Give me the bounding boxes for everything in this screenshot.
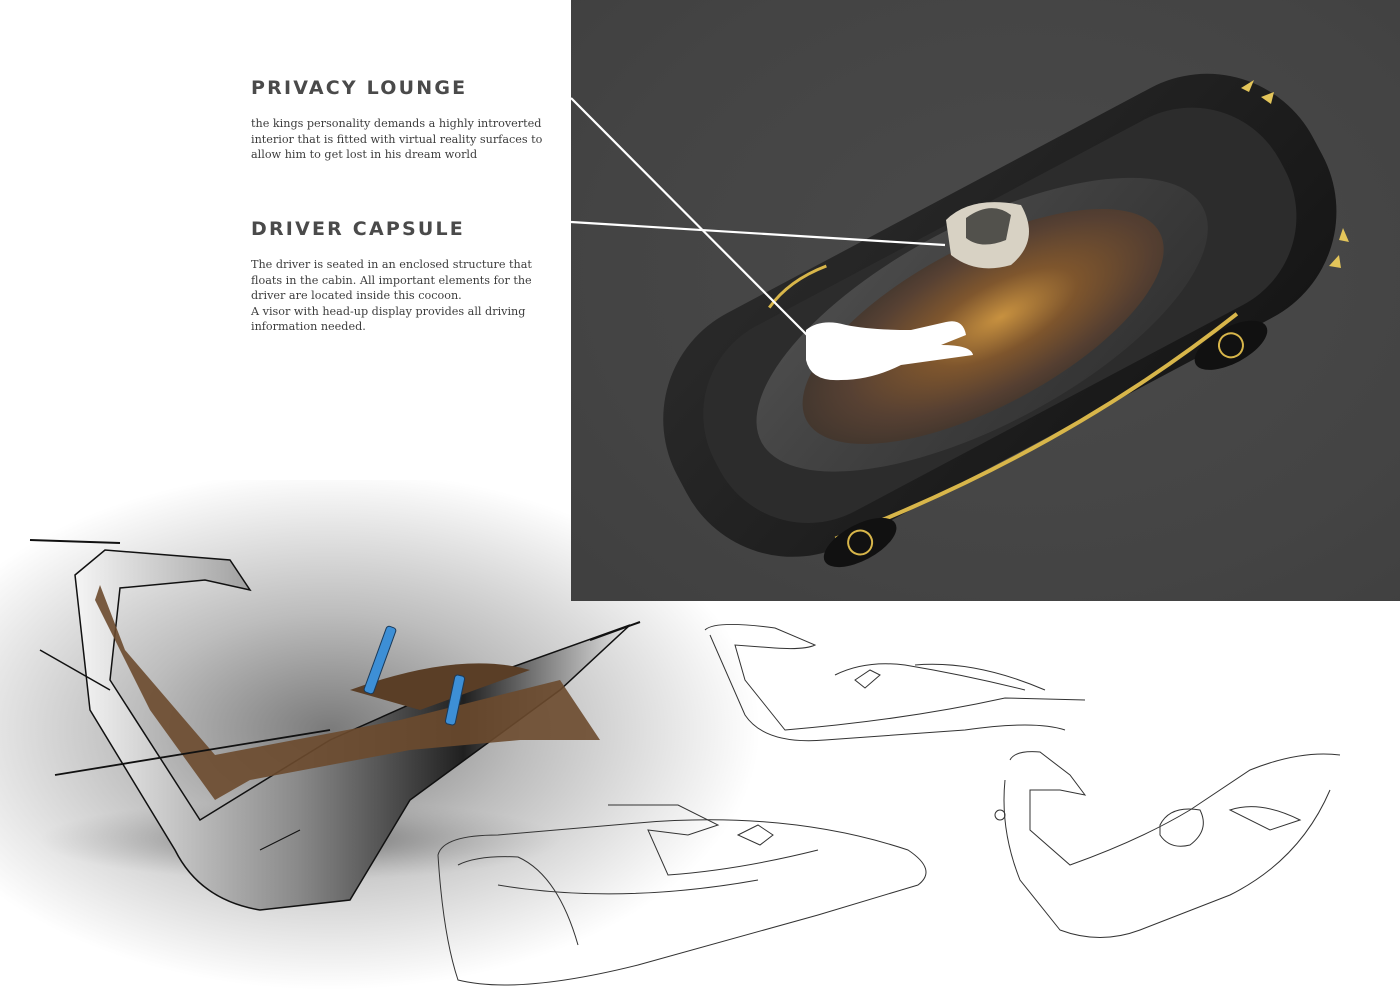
- driver-capsule-heading: DRIVER CAPSULE: [251, 218, 465, 240]
- car-render-panel: [571, 0, 1400, 601]
- callout-line-driver-capsule: [571, 220, 946, 247]
- driver-capsule-description: The driver is seated in an enclosed stru…: [251, 258, 532, 334]
- interior-line-sketch-3: [994, 751, 1341, 938]
- privacy-lounge-heading: PRIVACY LOUNGE: [251, 77, 468, 99]
- privacy-lounge-description: the kings personality demands a highly i…: [251, 117, 543, 162]
- driver-capsule-shape: [946, 202, 1029, 269]
- interior-line-sketches: [437, 623, 1341, 986]
- interior-concept-render: [29, 539, 641, 911]
- callout-line-privacy-lounge: [571, 97, 813, 341]
- passenger-silhouette: [806, 321, 973, 381]
- interior-line-sketch-2: [437, 804, 927, 986]
- privacy-lounge-section: PRIVACY LOUNGE the kings personality dem…: [251, 77, 551, 163]
- interior-line-sketch-1: [704, 623, 1086, 742]
- top-view-car-render: [571, 73, 1349, 568]
- driver-capsule-section: DRIVER CAPSULE The driver is seated in a…: [251, 218, 551, 335]
